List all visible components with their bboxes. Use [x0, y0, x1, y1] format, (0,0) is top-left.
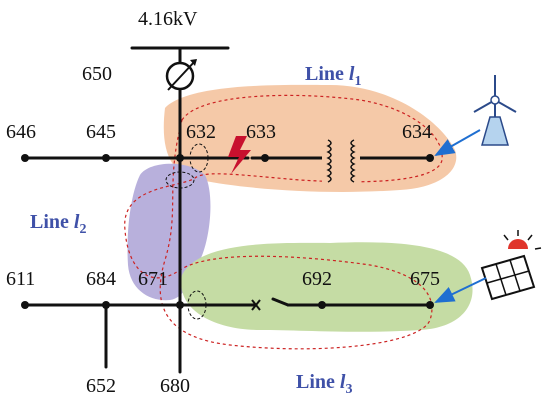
bus-label-675: 675 — [410, 268, 440, 290]
bus-label-684: 684 — [86, 268, 116, 290]
measurement-points — [165, 143, 209, 320]
bus-label-646: 646 — [6, 121, 36, 143]
bus-label-671: 671 — [138, 268, 168, 290]
bus-label-650: 650 — [82, 63, 112, 85]
bus-label-611: 611 — [6, 268, 35, 290]
wind-arrow — [434, 129, 481, 156]
regulator-icon — [165, 59, 197, 91]
bus-label-632: 632 — [186, 121, 216, 143]
bus-label-634: 634 — [402, 121, 432, 143]
wind-turbine-icon — [473, 75, 517, 146]
bus-label-645: 645 — [86, 121, 116, 143]
solar-arrow — [434, 277, 487, 303]
transformer-icon — [322, 138, 360, 183]
line-label-2: Line l2 — [30, 211, 86, 237]
line-label-1: Line l1 — [305, 63, 361, 89]
bus-label-692: 692 — [302, 268, 332, 290]
bus-nodes — [21, 154, 434, 309]
bus-label-633: 633 — [246, 121, 276, 143]
bus-label-680: 680 — [160, 375, 190, 397]
voltage-label: 4.16kV — [138, 8, 198, 30]
fault-icon — [228, 136, 251, 174]
line3-region — [181, 242, 473, 332]
bus-label-652: 652 — [86, 375, 116, 397]
solar-panel-icon — [480, 230, 542, 301]
switch-icon — [251, 299, 261, 311]
line-label-3: Line l3 — [296, 371, 352, 397]
